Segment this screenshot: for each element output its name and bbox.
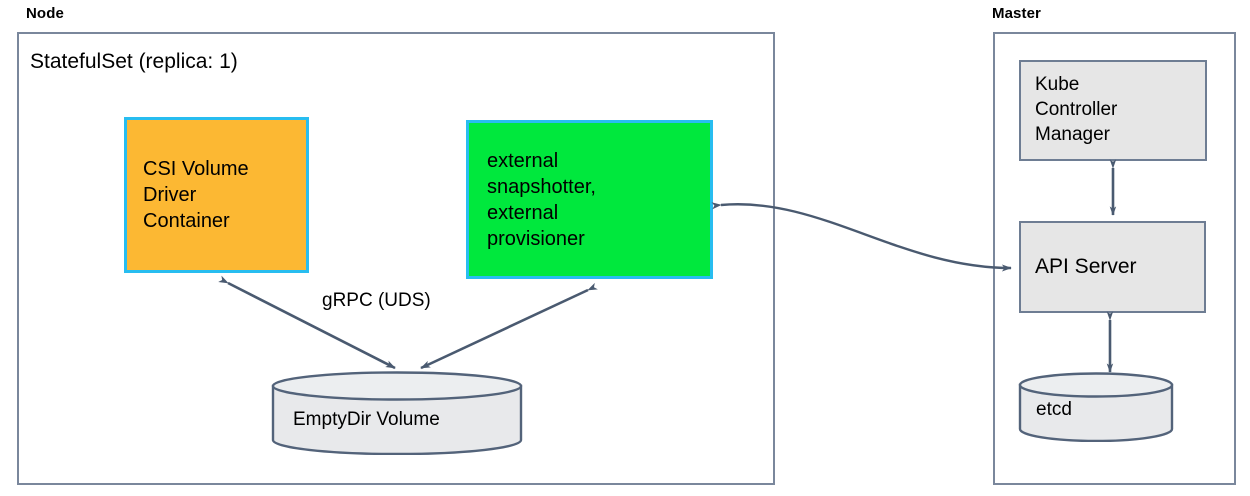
cylinder-shape-etcd — [1018, 372, 1174, 442]
node-group-label: Node — [26, 5, 64, 22]
api-server-label: API Server — [1035, 255, 1137, 279]
master-group-label: Master — [992, 5, 1041, 22]
node-emptydir-volume[interactable]: EmptyDir Volume — [271, 371, 523, 455]
node-etcd[interactable]: etcd — [1018, 372, 1174, 442]
node-external-controllers[interactable]: external snapshotter, external provision… — [466, 120, 713, 279]
cylinder-shape-emptydir — [271, 371, 523, 455]
statefulset-title: StatefulSet (replica: 1) — [30, 50, 238, 73]
node-csi-volume-driver-container[interactable]: CSI Volume Driver Container — [124, 117, 309, 273]
edge-label-grpc-uds: gRPC (UDS) — [322, 290, 431, 311]
node-api-server[interactable]: API Server — [1019, 221, 1206, 313]
csi-volume-driver-label: CSI Volume Driver Container — [143, 158, 249, 232]
kube-controller-manager-label: Kube Controller Manager — [1035, 74, 1118, 145]
node-kube-controller-manager[interactable]: Kube Controller Manager — [1019, 60, 1207, 161]
external-controllers-label: external snapshotter, external provision… — [487, 149, 596, 250]
etcd-label: etcd — [1036, 399, 1072, 420]
emptydir-volume-label: EmptyDir Volume — [293, 409, 440, 430]
